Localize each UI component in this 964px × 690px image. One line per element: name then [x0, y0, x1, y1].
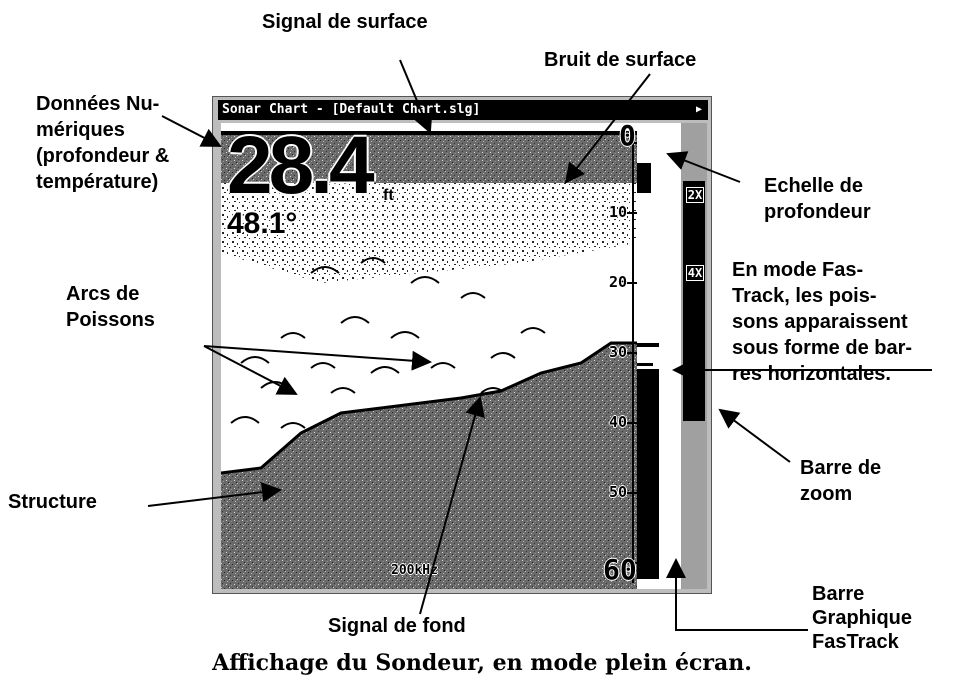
- depth-tick-30: 30: [609, 343, 628, 361]
- label-echelle-line1: Echelle de: [764, 175, 863, 197]
- arrow-arcs-2: [203, 345, 298, 395]
- arrow-barre-graphique: [666, 558, 808, 631]
- bottom-structure: [221, 343, 637, 589]
- label-donnees-line3: (profondeur &: [36, 145, 170, 167]
- label-structure: Structure: [8, 491, 97, 513]
- depth-tick-0: 0: [619, 123, 636, 152]
- depth-tick-60: 60: [603, 553, 637, 586]
- sonar-device-frame: Sonar Chart - [Default Chart.slg] ▶: [212, 96, 712, 594]
- depth-tick-40: 40: [609, 413, 628, 431]
- frequency-label: 200kHz: [391, 563, 438, 578]
- arrow-barre-zoom: [718, 408, 791, 463]
- arrow-signal-fond: [419, 396, 485, 615]
- depth-tick-20: 20: [609, 273, 628, 291]
- label-arcs-line1: Arcs de: [66, 283, 140, 305]
- label-bruit-de-surface: Bruit de surface: [544, 49, 697, 71]
- window-titlebar: Sonar Chart - [Default Chart.slg] ▶: [218, 100, 708, 120]
- fish-arcs: [230, 257, 546, 429]
- bottom-signal-line: [221, 341, 637, 475]
- arrow-donnees: [161, 115, 222, 147]
- label-fastrack-line5: res horizontales.: [732, 363, 891, 385]
- arrow-arcs-1: [203, 345, 432, 371]
- label-barre-zoom-line1: Barre de: [800, 457, 882, 479]
- fastrack-bar: [637, 163, 659, 579]
- label-arcs-line2: Poissons: [66, 309, 155, 331]
- zoom-bar[interactable]: 2X 4X: [681, 123, 707, 589]
- arrow-structure: [147, 482, 282, 507]
- speckle-noise: [221, 183, 637, 283]
- depth-unit: ft: [383, 187, 394, 204]
- label-donnees-line1: Données Nu-: [36, 93, 160, 115]
- depth-tick-10: 10: [609, 203, 628, 221]
- label-fastrack-line2: Track, les pois-: [732, 285, 877, 307]
- label-signal-de-fond: Signal de fond: [328, 615, 466, 637]
- label-fastrack-line1: En mode Fas-: [732, 259, 864, 281]
- figure-caption: Affichage du Sondeur, en mode plein écra…: [212, 650, 752, 676]
- label-donnees-line2: mériques: [36, 119, 125, 141]
- label-fastrack-line3: sons apparaissent: [732, 311, 908, 333]
- label-barre-graphique-line3: FasTrack: [812, 631, 899, 653]
- label-signal-de-surface: Signal de surface: [262, 11, 428, 33]
- depth-tick-50: 50: [609, 483, 628, 501]
- label-barre-graphique-line1: Barre: [812, 583, 865, 605]
- zoom-level-4x[interactable]: 4X: [686, 265, 704, 281]
- label-barre-graphique-line2: Graphique: [812, 607, 913, 629]
- zoom-level-2x[interactable]: 2X: [686, 187, 704, 203]
- arrow-signal-surface: [399, 59, 433, 134]
- depth-readout: 28.4: [227, 123, 375, 211]
- menu-arrow-icon[interactable]: ▶: [695, 104, 702, 115]
- label-barre-zoom-line2: zoom: [800, 483, 853, 505]
- label-donnees-line4: température): [36, 171, 159, 193]
- arrow-bruit-surface: [564, 73, 651, 184]
- temperature-readout: 48.1°: [227, 207, 298, 240]
- label-fastrack-line4: sous forme de bar-: [732, 337, 913, 359]
- arrow-echelle: [666, 151, 741, 183]
- label-echelle-line2: profondeur: [764, 201, 871, 223]
- depth-scale-ticks: [625, 142, 637, 564]
